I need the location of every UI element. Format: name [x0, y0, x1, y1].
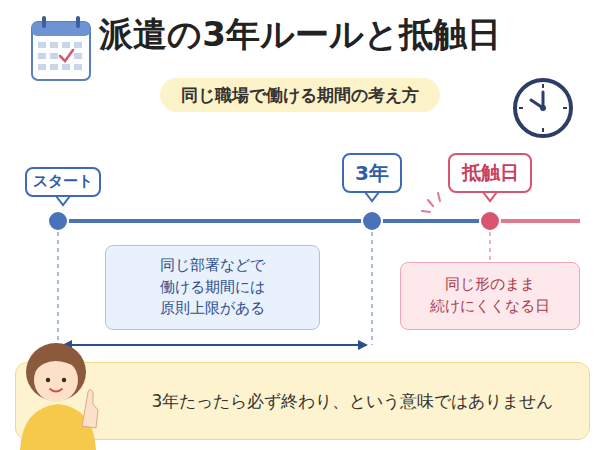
- node-text: 3年: [355, 159, 389, 188]
- message-band: 3年たったら必ず終わり、という意味ではありません: [15, 362, 590, 440]
- arrow-head: [358, 340, 368, 350]
- sparkle-mark: [422, 193, 440, 212]
- calendar-icon: [32, 16, 90, 80]
- node-text: 抵触日: [462, 159, 519, 187]
- span-line: [66, 344, 364, 346]
- clock-icon: [515, 80, 571, 136]
- timeline-point: [48, 211, 68, 231]
- timeline-point: [362, 211, 382, 231]
- node-text: 同じ職場で働ける期間の考え方: [181, 83, 419, 108]
- span-arrow: [62, 340, 368, 350]
- diagram-title: 派遣の3年ルールと抵触日: [0, 12, 600, 58]
- dashed-guide: [489, 232, 491, 262]
- conflict-date-label: 抵触日: [448, 153, 532, 193]
- conflict-note-box: 同じ形のまま 続けにくくなる日: [400, 262, 580, 330]
- subtitle-band: 同じ職場で働ける期間の考え方: [160, 78, 440, 112]
- calendar-header: [32, 22, 90, 36]
- clock-face: [515, 80, 571, 136]
- label-pointer: [483, 192, 497, 201]
- calendar-ring: [76, 16, 80, 28]
- clock-center: [540, 105, 546, 111]
- arrow-head: [62, 340, 72, 350]
- calendar-body: [32, 22, 90, 80]
- dashed-guide: [371, 232, 373, 345]
- label-pointer: [56, 196, 70, 205]
- check-mark: [60, 50, 73, 61]
- node-text: 同じ形のまま 続けにくくなる日: [415, 274, 565, 318]
- node-text: 3年たったら必ず終わり、という意味ではありません: [152, 389, 554, 414]
- period-note-box: 同じ部署などで 働ける期間には 原則上限がある: [105, 245, 320, 330]
- clock-ticks: [519, 84, 567, 132]
- label-pointer: [365, 192, 379, 201]
- dashed-guide: [57, 232, 59, 345]
- timeline-line: [500, 219, 580, 223]
- node-text: スタート: [33, 171, 93, 193]
- node-text: 同じ部署などで 働ける期間には 原則上限がある: [143, 255, 283, 320]
- calendar-ring: [42, 16, 46, 28]
- timeline-line: [58, 219, 480, 223]
- calendar-grid: [38, 42, 82, 70]
- start-label: スタート: [25, 167, 101, 197]
- timeline-point: [480, 211, 500, 231]
- three-year-label: 3年: [342, 153, 402, 193]
